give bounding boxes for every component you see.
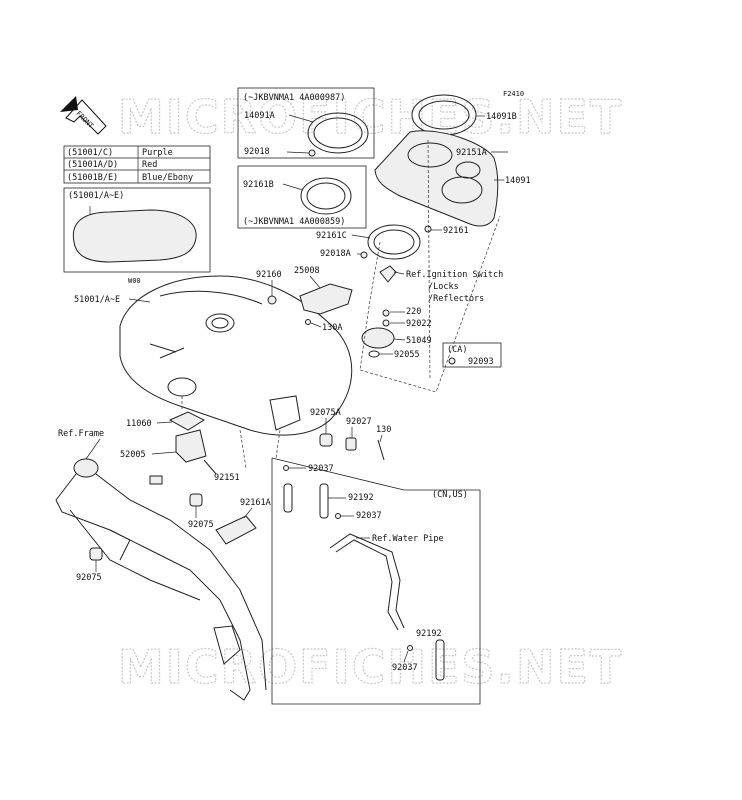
color-name: Red [142,160,157,170]
part-label: 92151A [456,148,487,158]
part-label: 92037 [308,464,334,474]
ref-reflectors: /Reflectors [428,294,484,304]
part-label: 92037 [356,511,382,521]
part-label: 92075 [76,573,102,583]
part-label: 92018 [244,147,270,157]
inset-tank-label: (51001/A~E) [68,191,124,201]
part-label: 92161C [316,231,347,241]
part-label: 14091B [486,112,517,122]
color-name: Blue/Ebony [142,173,193,183]
ref-ignition: Ref.Ignition Switch [406,270,503,280]
part-label: 92151 [214,473,240,483]
region-ca-label: (CA) [447,345,467,355]
ref-frame: Ref.Frame [58,429,104,439]
part-label: 92192 [416,629,442,639]
part-label: 220 [406,307,421,317]
frame [55,458,267,701]
figure-code: F2410 [503,90,524,98]
part-label: 25008 [294,266,320,276]
console-cover [374,130,499,227]
part-label: 92161A [240,498,271,508]
region-cn-us-box: (CN,US) [271,457,481,705]
part-label: 92027 [346,417,372,427]
part-label: 14091 [505,176,531,186]
part-label: 92037 [392,663,418,673]
part-label: 92018A [320,249,351,259]
color-table: (51001/C) Purple (51001A/D) Red (51001B/… [63,145,211,184]
serial-box-b: 92161B (~JKBVNMA1 4A000859) [237,165,367,229]
part-label: 130 [376,425,391,435]
color-code: (51001A/D) [67,160,118,170]
color-code: (51001/C) [67,148,113,158]
watermark-bottom: MICROFICHES.NET [118,640,623,694]
region-cn-us-label: (CN,US) [432,490,468,500]
part-label: 14091A [244,111,275,121]
serial-note-b: (~JKBVNMA1 4A000859) [243,217,345,227]
watermark-top: MICROFICHES.NET [118,90,623,144]
part-label: 92022 [406,319,432,329]
inset-tank-caption: W00 [128,277,141,285]
front-arrow-icon: FRONT [60,96,107,135]
serial-note-a: (~JKBVNMA1 4A000987) [243,93,345,103]
ref-water-pipe: Ref.Water Pipe [372,534,444,544]
part-label: 92093 [468,357,494,367]
part-label: 11060 [126,419,152,429]
fuel-tank [119,275,353,436]
part-label: 92075A [310,408,341,418]
serial-box-a: (~JKBVNMA1 4A000987) 14091A 92018 [237,87,375,159]
part-label: 52005 [120,450,146,460]
color-name: Purple [142,148,173,158]
part-label: 130A [322,323,342,333]
region-ca-box: (CA) 92093 [442,342,502,368]
part-label: 92055 [394,350,420,360]
part-label: 92160 [256,270,282,280]
ref-locks: /Locks [428,282,459,292]
color-code: (51001B/E) [67,173,118,183]
part-label: 92075 [188,520,214,530]
part-label: 92161 [443,226,469,236]
part-label: 92192 [348,493,374,503]
inset-tank: (51001/A~E) W00 [63,187,211,285]
part-label: 92161B [243,180,274,190]
part-label: 51049 [406,336,432,346]
part-label: 51001/A~E [74,295,120,305]
